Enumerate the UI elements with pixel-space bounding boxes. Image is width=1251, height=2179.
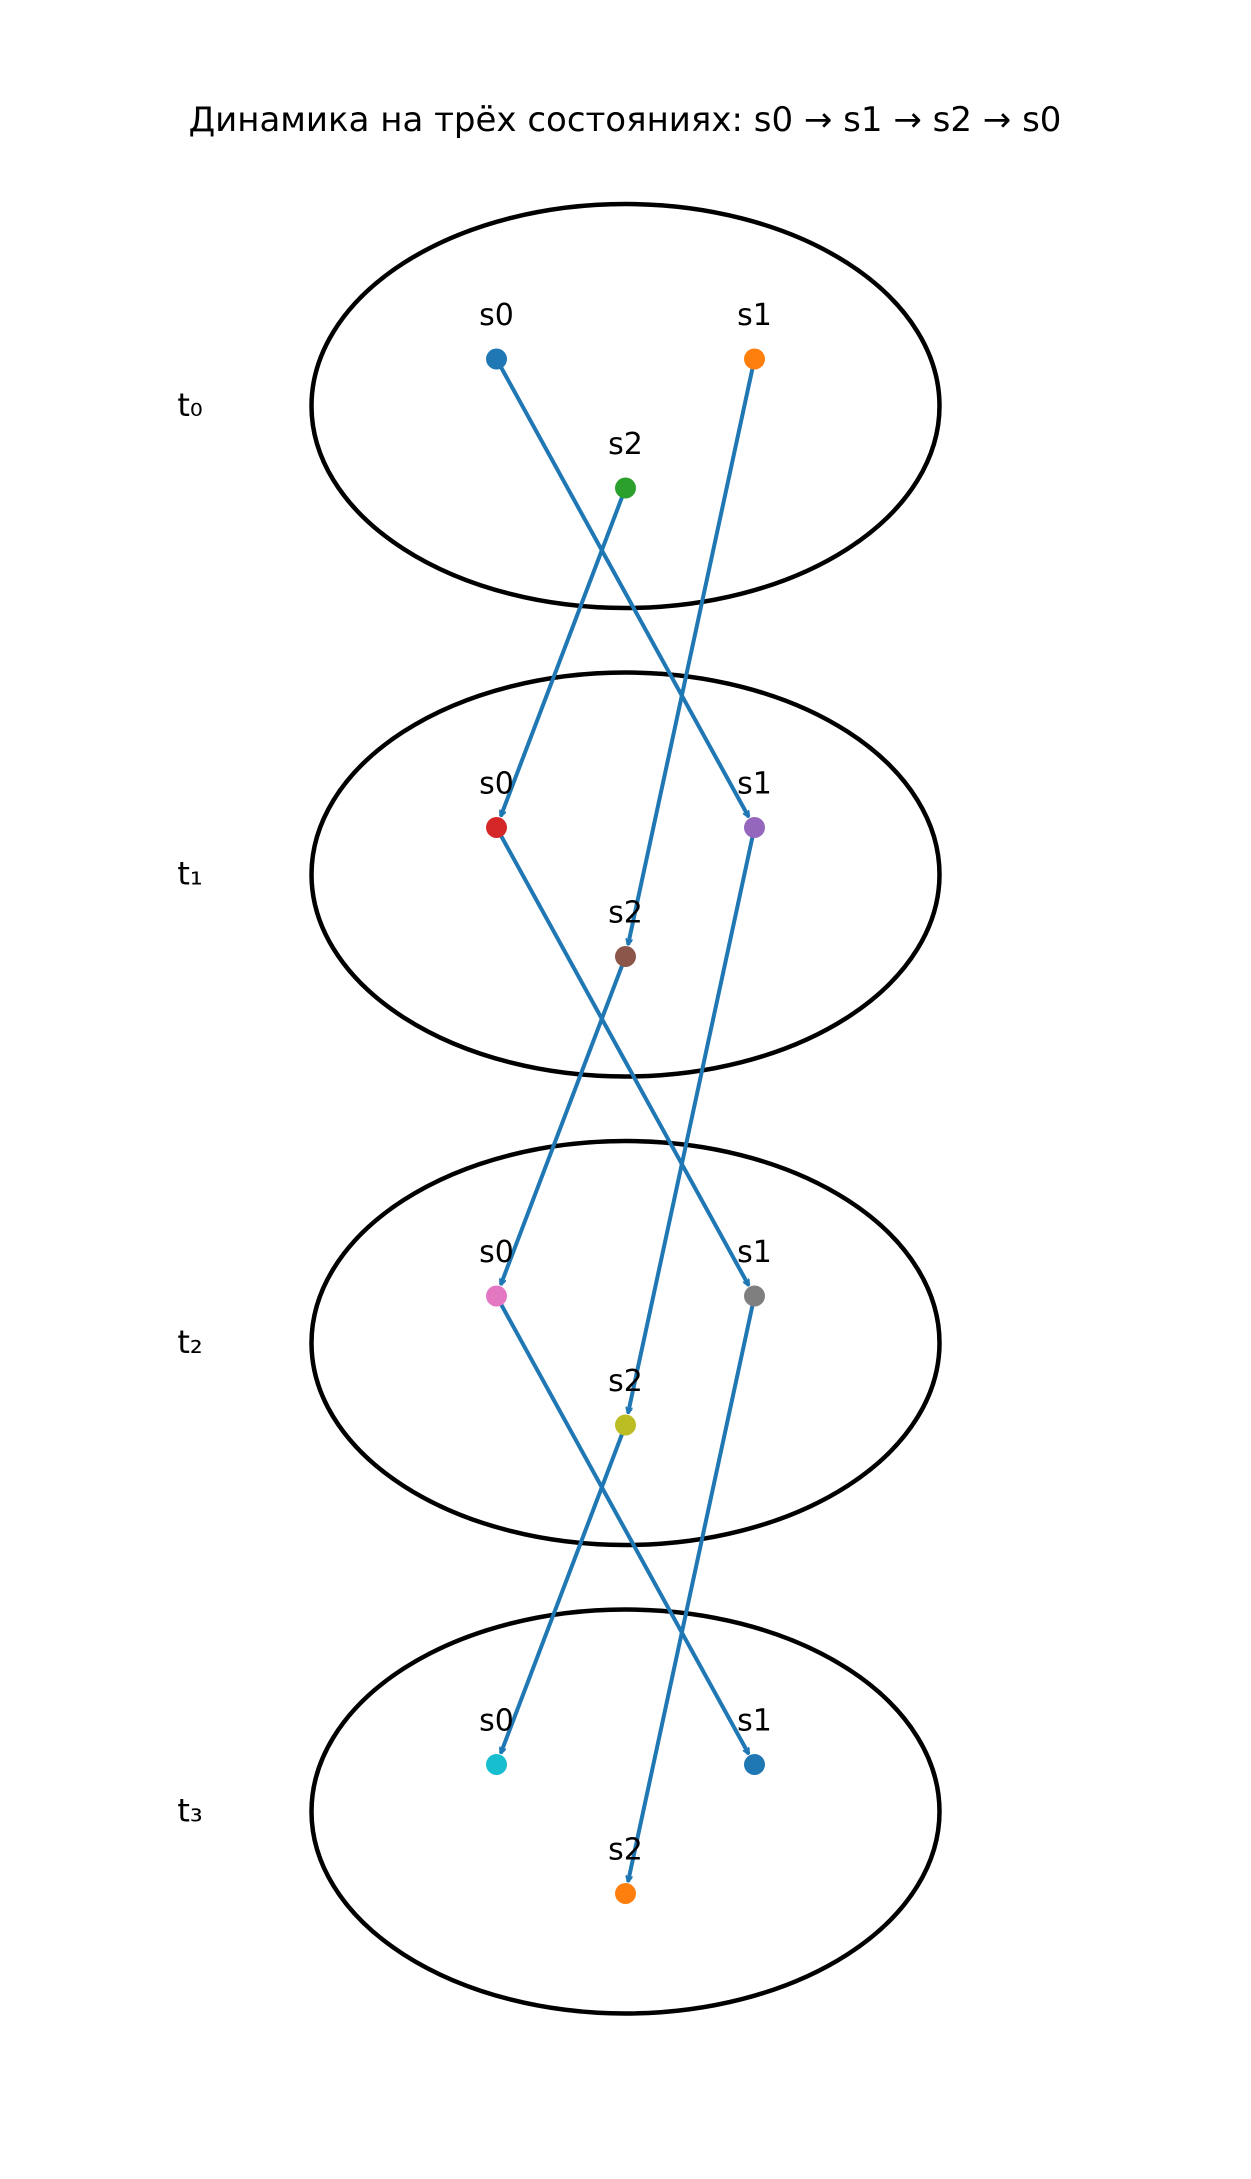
transition-arrow-s0-to-s1-t2 [497, 1300, 751, 1754]
state-label-s1-t3: s1 [737, 1704, 772, 1739]
state-label-s1-t1: s1 [737, 767, 772, 802]
layer-label-t3: t₃ [177, 1792, 202, 1830]
state-label-s0-t1: s0 [479, 767, 514, 802]
layer-ellipse-t1 [309, 670, 942, 1079]
layer-label-t1: t₁ [177, 855, 202, 893]
transition-arrow-s1-to-s2-t2 [628, 1301, 756, 1882]
transition-arrow-s2-to-s0-t0 [501, 492, 626, 817]
transition-arrow-s2-to-s0-t2 [501, 1429, 626, 1754]
state-node-s1-t2 [744, 1285, 765, 1307]
state-label-s1-t2: s1 [737, 1235, 772, 1270]
transition-arrow-s0-to-s1-t1 [497, 831, 751, 1286]
state-node-s1-t0 [744, 348, 765, 370]
diagram-title: Динамика на трёх состояниях: s0 → s1 → s… [189, 100, 1062, 140]
state-node-s2-t3 [615, 1883, 636, 1904]
state-label-s0-t0: s0 [479, 298, 514, 333]
state-label-s2-t2: s2 [608, 1364, 643, 1399]
state-label-s2-t3: s2 [608, 1833, 643, 1868]
transition-arrow-s1-to-s2-t0 [628, 364, 756, 945]
state-label-s0-t2: s0 [479, 1235, 514, 1270]
transition-arrow-s0-to-s1-t0 [497, 363, 751, 817]
state-node-s2-t1 [615, 946, 636, 967]
layer-ellipse-t3 [309, 1607, 942, 2016]
state-label-s2-t0: s2 [608, 427, 643, 462]
state-node-s1-t3 [744, 1754, 765, 1775]
state-node-s2-t2 [615, 1414, 636, 1436]
state-node-s1-t1 [744, 817, 765, 838]
state-node-s0-t2 [486, 1285, 507, 1307]
layer-ellipse-t2 [309, 1138, 942, 1548]
transition-arrow-s2-to-s0-t1 [501, 961, 626, 1285]
state-label-s0-t3: s0 [479, 1704, 514, 1739]
state-node-s0-t3 [486, 1754, 507, 1775]
state-node-s0-t1 [486, 817, 507, 838]
layer-label-t2: t₂ [177, 1323, 202, 1361]
layer-ellipse-t0 [309, 201, 942, 611]
state-node-s0-t0 [486, 348, 507, 370]
layer-label-t0: t₀ [177, 386, 202, 424]
state-label-s2-t1: s2 [608, 896, 643, 931]
state-label-s1-t0: s1 [737, 298, 772, 333]
transition-arrow-s1-to-s2-t1 [628, 832, 756, 1413]
state-node-s2-t0 [615, 477, 636, 499]
